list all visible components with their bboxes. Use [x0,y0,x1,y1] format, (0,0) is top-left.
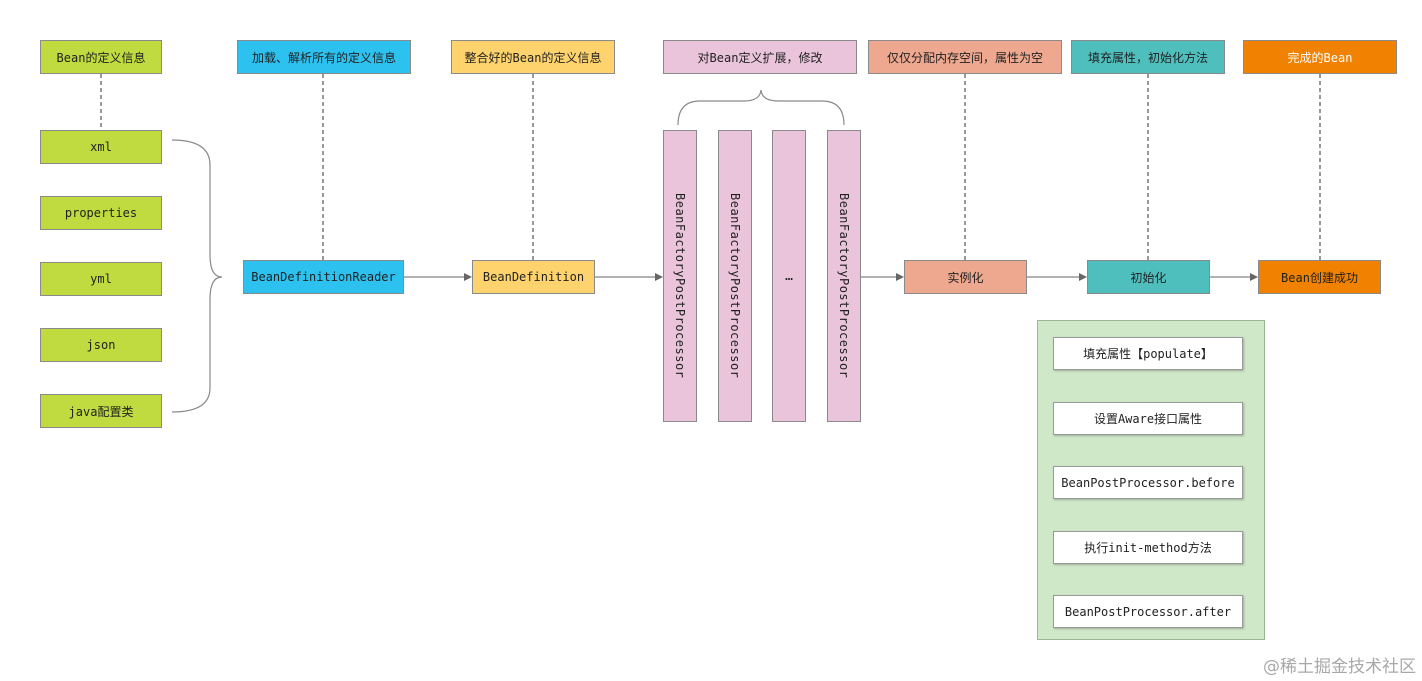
node-bean-definition: BeanDefinition [472,260,595,294]
watermark: @稀土掘金技术社区 [1263,657,1416,677]
post-processor-ellipsis: … [772,130,806,422]
init-step-init-method: 执行init-method方法 [1053,531,1243,564]
post-processor-1: BeanFactoryPostProcessor [663,130,697,422]
header-load-parse: 加载、解析所有的定义信息 [237,40,411,74]
post-processor-2: BeanFactoryPostProcessor [718,130,752,422]
node-instantiate: 实例化 [904,260,1027,294]
source-json: json [40,328,162,362]
header-extend-modify: 对Bean定义扩展，修改 [663,40,857,74]
init-step-after: BeanPostProcessor.after [1053,595,1243,628]
header-integrated: 整合好的Bean的定义信息 [451,40,615,74]
post-processor-2-label: BeanFactoryPostProcessor [728,193,742,379]
post-processor-4: BeanFactoryPostProcessor [827,130,861,422]
node-initialize: 初始化 [1087,260,1210,294]
post-processor-1-label: BeanFactoryPostProcessor [673,193,687,379]
init-step-before: BeanPostProcessor.before [1053,466,1243,499]
header-complete: 完成的Bean [1243,40,1397,74]
source-properties: properties [40,196,162,230]
post-processor-4-label: BeanFactoryPostProcessor [837,193,851,379]
init-step-populate: 填充属性【populate】 [1053,337,1243,370]
node-bean-created: Bean创建成功 [1258,260,1381,294]
sources-brace [171,139,223,413]
source-java-config: java配置类 [40,394,162,428]
source-yml: yml [40,262,162,296]
header-alloc-only: 仅仅分配内存空间，属性为空 [868,40,1062,74]
processors-brace [677,89,845,126]
node-definition-reader: BeanDefinitionReader [243,260,404,294]
header-fill-init: 填充属性，初始化方法 [1071,40,1225,74]
init-step-aware: 设置Aware接口属性 [1053,402,1243,435]
header-bean-info: Bean的定义信息 [40,40,162,74]
post-processor-ellipsis-label: … [785,268,793,284]
source-xml: xml [40,130,162,164]
